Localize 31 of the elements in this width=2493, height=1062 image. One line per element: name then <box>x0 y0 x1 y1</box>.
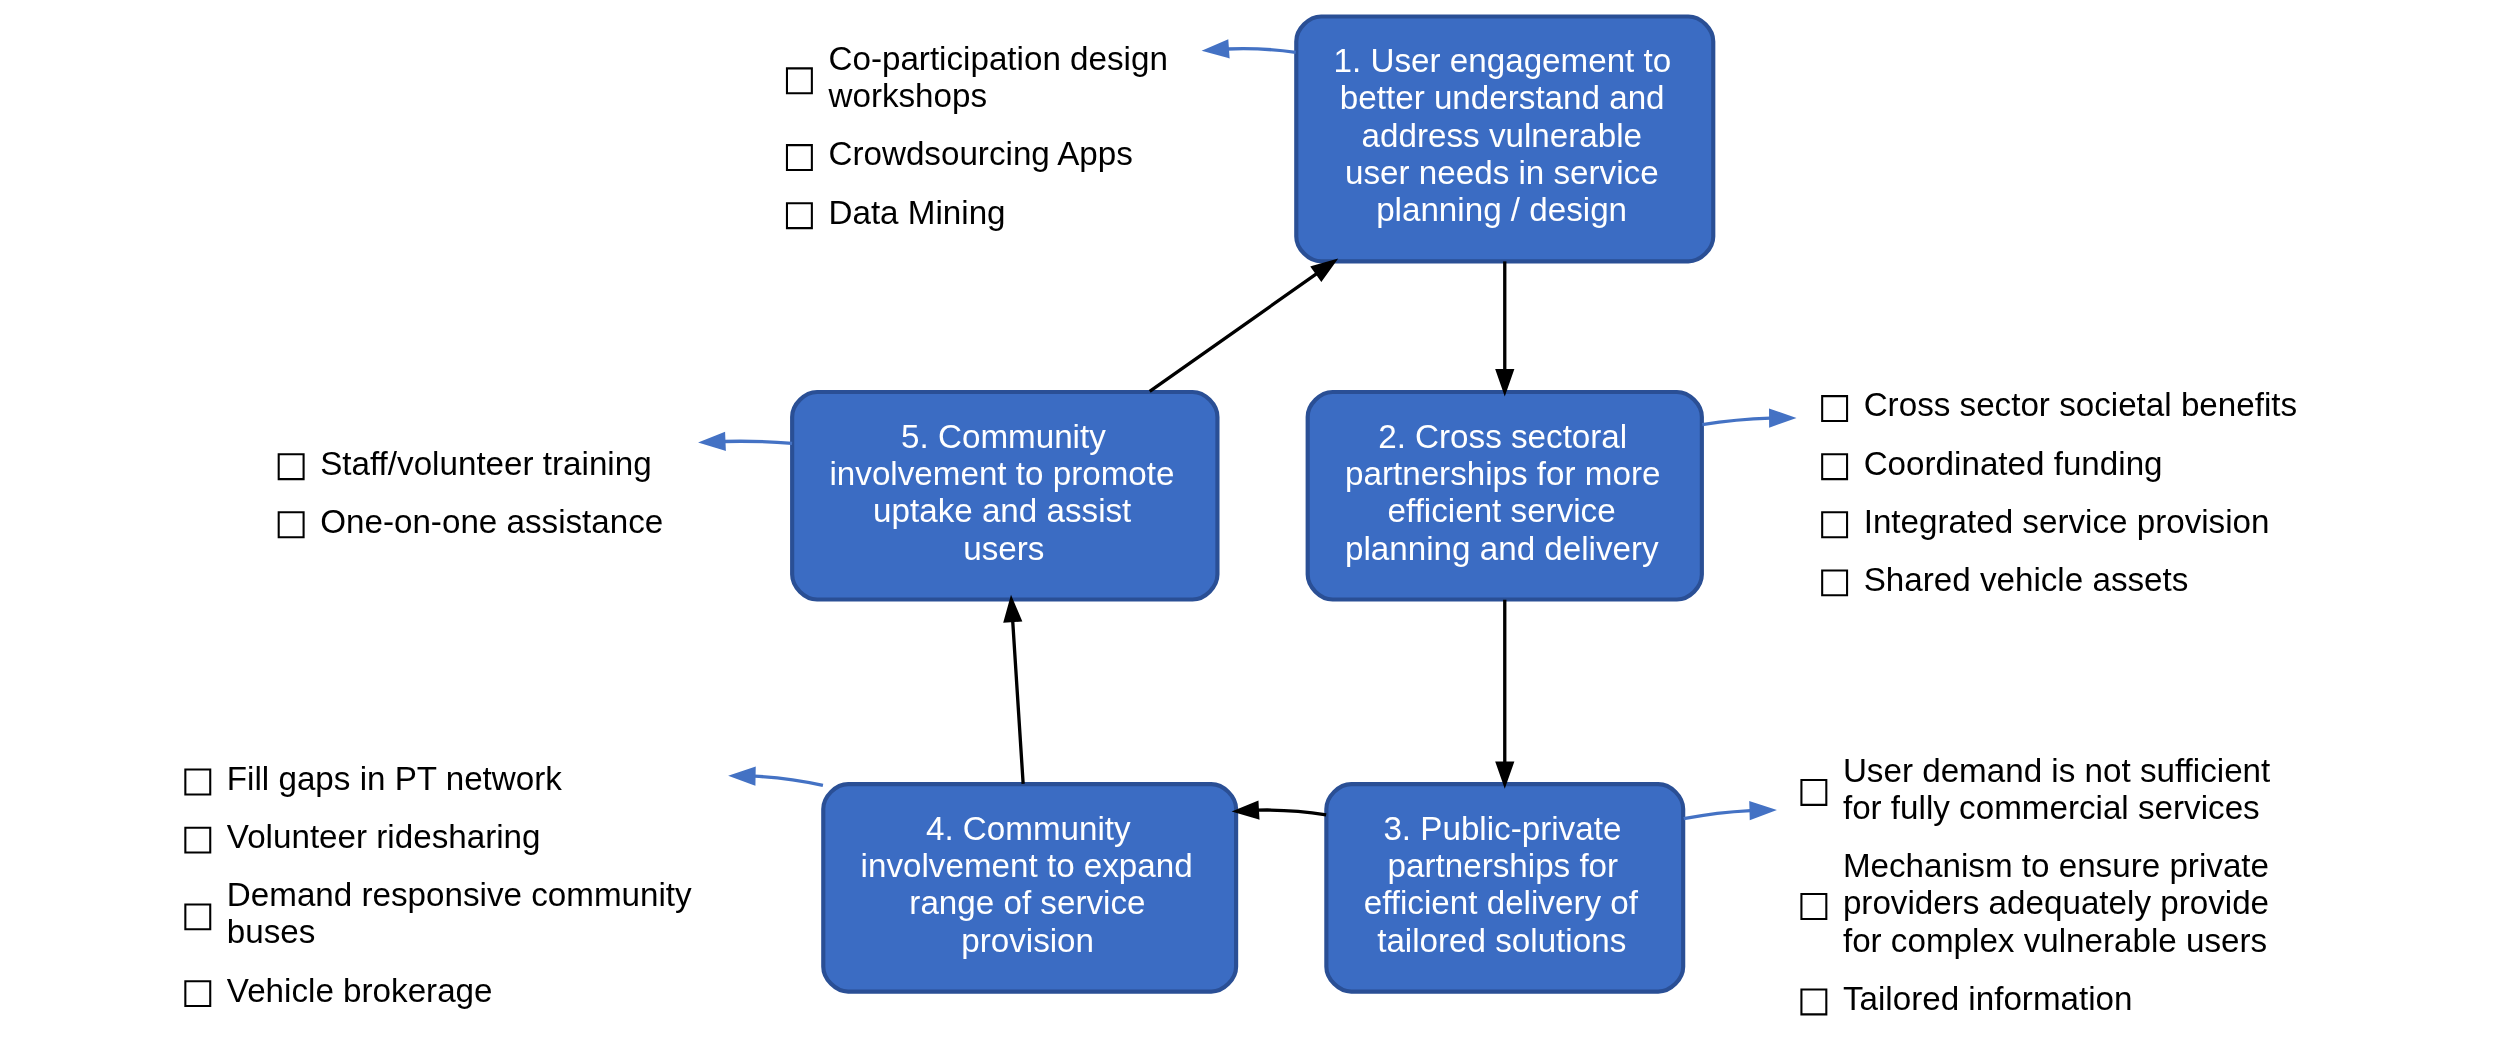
node-label: Cross sector societal benefits <box>1863 386 2297 424</box>
node-box: 3. Public-private partnerships for efficient delivery of tailored solutions <box>1323 782 1685 994</box>
arrow <box>1148 258 1338 393</box>
arrow <box>697 431 792 451</box>
node-label: Mechanism to ensure private providers adequately provide for complex vulnerable users <box>1842 847 2269 959</box>
node-box: 5. Community involvement to promote uptake and assist users <box>789 389 1219 602</box>
node-label: User demand is not sufficient for fully commercial services <box>1842 751 2270 826</box>
node-label: Staff/volunteer training <box>319 444 652 482</box>
arrow <box>1701 408 1796 428</box>
node-label: Data Mining <box>827 193 1006 231</box>
node-label: Demand responsive community buses <box>226 876 692 951</box>
arrow <box>1002 594 1025 784</box>
node-box: 4. Community involvement to expand range of service provision <box>820 782 1238 994</box>
arrow <box>1494 599 1514 789</box>
node-label: One-on-one assistance <box>319 502 663 540</box>
node-box: 1. User engagement to better understand and address vulnerable user needs in service planning / design <box>1293 14 1715 264</box>
node-label: Tailored information <box>1842 979 2133 1017</box>
arrow <box>1494 261 1514 397</box>
arrow <box>1682 801 1777 821</box>
node-label: Shared vehicle assets <box>1863 560 2188 598</box>
node-label: Co-participation design workshops <box>827 40 1168 115</box>
node-label: Crowdsourcing Apps <box>827 135 1133 173</box>
node-label: Volunteer ridesharing <box>226 817 540 855</box>
node-label: Vehicle brokerage <box>226 971 493 1009</box>
node-label: Fill gaps in PT network <box>226 759 562 797</box>
node-label: Coordinated funding <box>1863 444 2163 482</box>
arrow <box>727 766 823 788</box>
node-box: 2. Cross sectoral partnerships for more efficient service planning and delivery <box>1305 389 1704 602</box>
node-label: Integrated service provision <box>1863 502 2270 540</box>
arrow <box>1201 39 1296 59</box>
arrow <box>1231 800 1326 820</box>
